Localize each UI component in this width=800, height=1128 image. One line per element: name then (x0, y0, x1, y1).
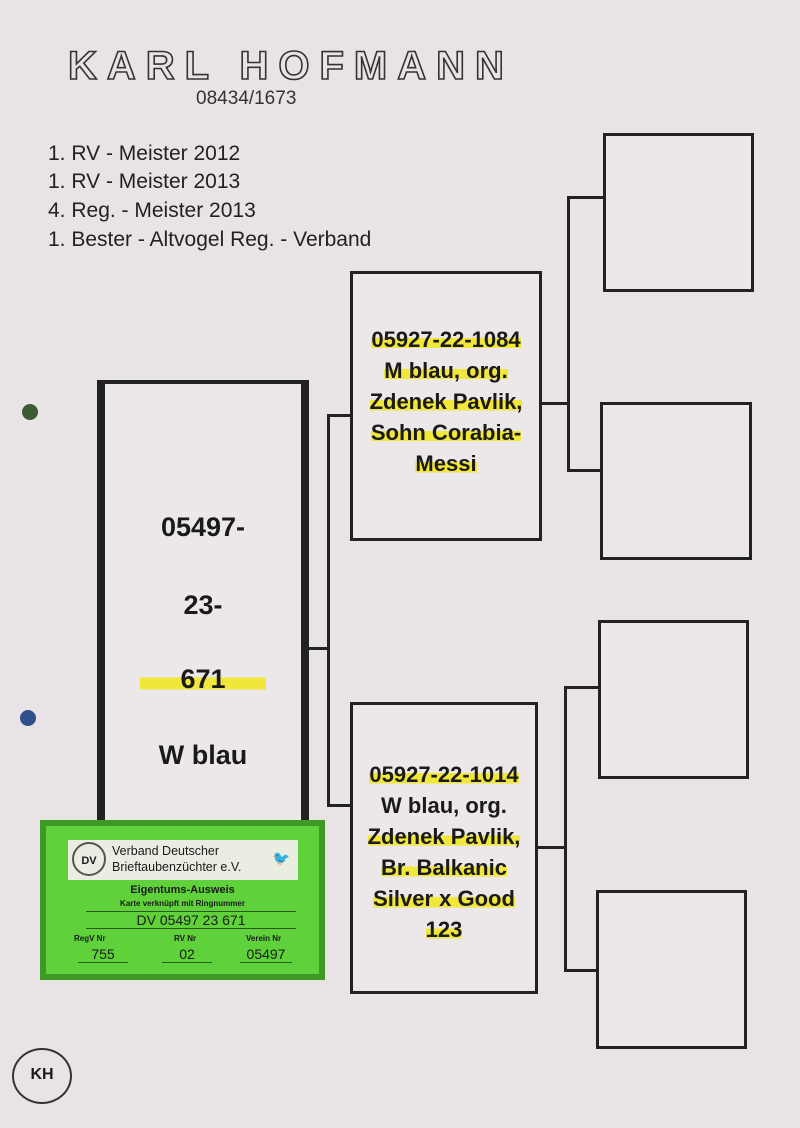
connector (327, 414, 351, 417)
dam-note: Br. Balkanic (381, 855, 507, 880)
breeder-name: KARL HOFMANN (67, 43, 514, 89)
breeder-id: 08434/1673 (196, 88, 297, 109)
connector (307, 647, 329, 650)
punch-hole (20, 710, 36, 726)
dam-ring: 05927-22-1014 (369, 762, 519, 787)
title-4: 1. Bester - Altvogel Reg. - Verband (48, 228, 372, 251)
sire-note: Sohn Corabia- (370, 420, 522, 445)
grandparent-box-2 (600, 402, 752, 560)
dam-note-2: Silver x Good (373, 886, 515, 911)
pigeon-icon: 🐦 (272, 850, 290, 866)
dam-origin: Zdenek Pavlik, (367, 824, 521, 849)
subject-color: W blau (158, 740, 248, 770)
sire-ring: 05927-22-1084 (371, 327, 521, 352)
connector (327, 414, 330, 806)
connector (536, 846, 566, 849)
org-name-2: Brieftaubenzüchter e.V. (112, 860, 242, 874)
connector (564, 969, 597, 972)
connector (327, 804, 351, 807)
card-ring-number: DV 05497 23 671 (86, 911, 296, 929)
connector (567, 469, 601, 472)
rv-label: RV Nr (174, 934, 197, 943)
title-3: 4. Reg. - Meister 2013 (48, 199, 256, 222)
regv-label: RegV Nr (74, 934, 106, 943)
punch-hole (22, 404, 38, 420)
kh-logo: KH (12, 1048, 72, 1104)
connector (567, 196, 604, 199)
title-1: 1. RV - Meister 2012 (48, 142, 241, 165)
dam-box: 05927-22-1014 W blau, org. Zdenek Pavlik… (350, 702, 538, 994)
subject-ring-2: 23- (183, 590, 223, 620)
grandparent-box-3 (598, 620, 749, 779)
connector (567, 196, 570, 471)
rv-value: 02 (162, 946, 212, 963)
connector (564, 686, 599, 689)
card-title: Eigentums-Ausweis (130, 884, 235, 896)
card-subtitle: Karte verknüpft mit Ringnummer (120, 899, 245, 908)
grandparent-box-1 (603, 133, 754, 292)
sire-note-2: Messi (415, 451, 477, 476)
dam-note-3: 123 (425, 917, 463, 942)
dam-color: W blau, org. (381, 793, 507, 818)
regv-value: 755 (78, 946, 128, 963)
sire-box: 05927-22-1084 M blau, org. Zdenek Pavlik… (350, 271, 542, 541)
subject-ring-3: 671 (140, 664, 266, 694)
title-2: 1. RV - Meister 2013 (48, 170, 241, 193)
org-name-1: Verband Deutscher (112, 844, 220, 858)
connector (540, 402, 569, 405)
subject-ring-1: 05497- (160, 512, 246, 542)
sire-color: M blau, org. (384, 358, 508, 383)
verein-label: Verein Nr (246, 934, 282, 943)
vdt-logo: DV (72, 842, 106, 876)
connector (564, 686, 567, 971)
sire-origin: Zdenek Pavlik, (369, 389, 523, 414)
grandparent-box-4 (596, 890, 747, 1049)
verein-value: 05497 (240, 946, 292, 963)
